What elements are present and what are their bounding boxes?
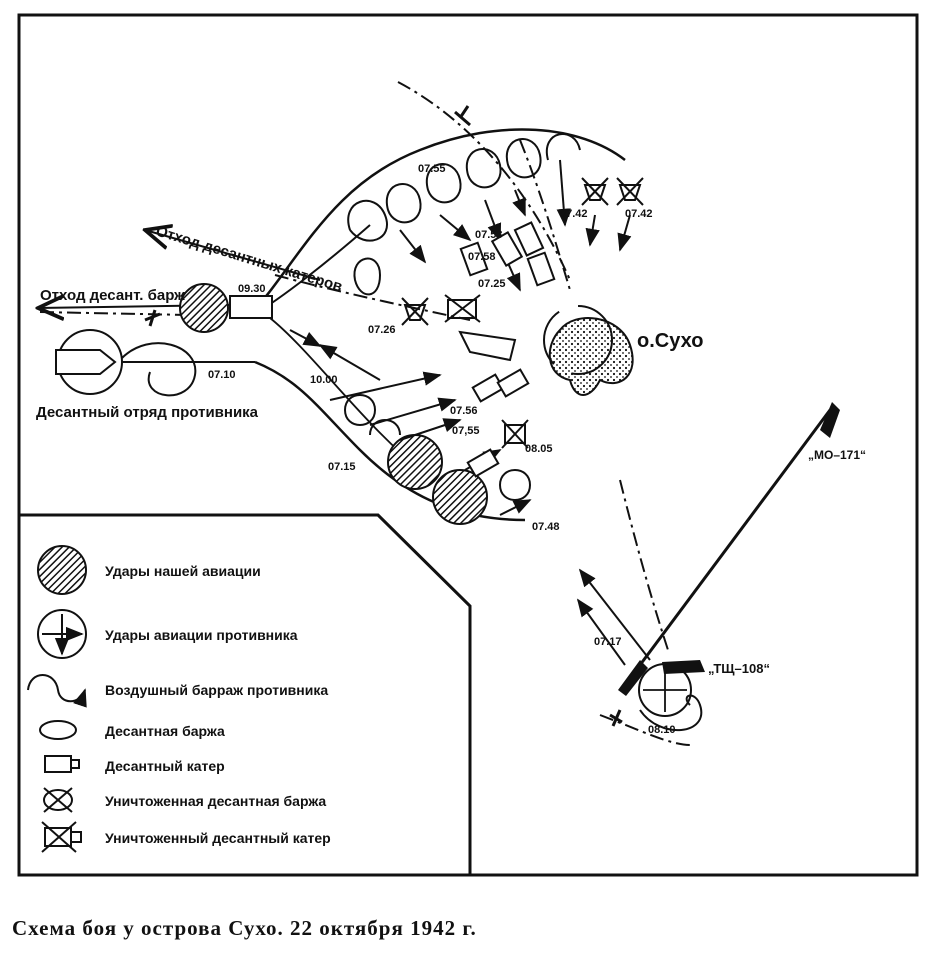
legend: Удары нашей авиации Удары авиации против… <box>27 545 331 853</box>
tsch108-ship-icon <box>662 660 705 674</box>
time-0748: 07.48 <box>532 521 560 533</box>
large-barge <box>458 330 517 362</box>
time-0710: 07.10 <box>208 369 236 381</box>
air-barrage-icon <box>27 674 87 708</box>
legend-text-4: Десантная баржа <box>105 723 225 739</box>
time-0742a: 07.42 <box>560 208 588 220</box>
mo171-course <box>638 409 832 666</box>
retreat-barges-label: Отход десант. барж <box>40 287 185 304</box>
map-caption: Схема боя у острова Сухо. 22 октября 194… <box>12 916 477 940</box>
mo171-ship-icon <box>820 402 840 438</box>
time-0755b: 07,55 <box>452 425 480 437</box>
legend-text-3: Воздушный барраж противника <box>105 682 328 698</box>
time-0758: 07.58 <box>468 251 496 263</box>
landing-barge-icon <box>39 720 77 740</box>
legend-text-7: Уничтоженный десантный катер <box>105 830 331 846</box>
time-0717: 07.17 <box>594 636 622 648</box>
ship-maneuver-arrows <box>576 568 651 666</box>
time-labels: 09.30 07.10 10.00 07.26 07.25 07.55 07.5… <box>208 163 676 736</box>
landing-boat-icon <box>44 755 80 773</box>
time-0810: 08.10 <box>648 724 676 736</box>
retreat-boats-arrow <box>145 230 321 281</box>
enemy-detachment-loop <box>121 342 197 397</box>
enemy-detachment-boat <box>55 349 117 375</box>
time-0755: 07.55 <box>418 163 446 175</box>
legend-frame <box>19 513 472 875</box>
enemy-air-strike-icon <box>37 609 87 659</box>
mo171-label: „МО–171“ <box>808 448 866 462</box>
upper-formation-outline <box>247 128 626 319</box>
barrage-loops-upper <box>347 133 581 296</box>
legend-text-2: Удары авиации противника <box>105 627 298 643</box>
dash-dot-routes <box>39 81 691 746</box>
crosshair-icon <box>643 668 687 712</box>
time-0725: 07.25 <box>478 278 506 290</box>
island-sukho <box>548 317 634 396</box>
landing-boats-group <box>459 221 556 478</box>
time-0756: 07.56 <box>450 405 478 417</box>
time-0805: 08.05 <box>525 443 553 455</box>
island-label: о.Сухо <box>637 330 703 352</box>
aircraft-markers <box>144 105 623 727</box>
our-air-strike-2 <box>387 434 443 490</box>
destroyed-boat-icon <box>41 821 82 853</box>
tsch108-label: „ТЩ–108“ <box>708 661 770 676</box>
attack-arrows <box>289 159 632 516</box>
destroyed-barge-icon <box>43 787 73 813</box>
our-air-strike-1 <box>179 283 229 333</box>
our-air-strike-icon <box>37 545 87 595</box>
time-0753: 07.53 <box>475 229 503 241</box>
time-1000: 10.00 <box>310 374 338 386</box>
destroyed-units <box>401 177 644 449</box>
island-arc <box>543 305 613 375</box>
legend-text-6: Уничтоженная десантная баржа <box>105 793 326 809</box>
legend-text-5: Десантный катер <box>105 758 225 774</box>
retreat-boat-0930 <box>229 295 273 319</box>
our-air-strike-3 <box>432 469 488 525</box>
ship-loop <box>639 694 703 732</box>
time-0930: 09.30 <box>238 283 266 295</box>
enemy-detachment-label: Десантный отряд противника <box>36 404 259 421</box>
map-frame <box>17 13 919 877</box>
time-0715: 07.15 <box>328 461 356 473</box>
time-0726: 07.26 <box>368 324 396 336</box>
our-ship-icon <box>618 660 648 696</box>
legend-text-1: Удары нашей авиации <box>105 563 261 579</box>
time-0742b: 07.42 <box>625 208 653 220</box>
